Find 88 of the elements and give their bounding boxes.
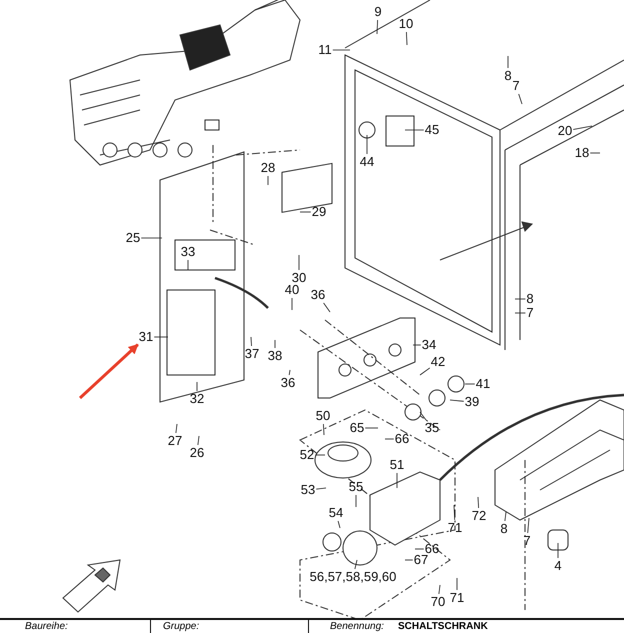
callout-number: 36 (310, 288, 326, 302)
callout-number: 42 (430, 355, 446, 369)
leader-line (438, 584, 440, 594)
leader-line (323, 302, 330, 312)
callout-number: 41 (476, 377, 490, 391)
callout-number: 11 (318, 43, 332, 57)
leader-line (527, 518, 530, 534)
callout-number: 55 (348, 480, 364, 494)
callout-number: 37 (244, 347, 260, 361)
field-label: Baureihe: (25, 620, 68, 633)
leader-line (316, 488, 326, 490)
leader-line (414, 548, 424, 550)
callout-number: 9 (374, 5, 382, 19)
field-label: Benennung: (330, 620, 384, 633)
leader-line (412, 344, 422, 346)
callout-number: 20 (558, 124, 572, 138)
callout-number: 53 (300, 483, 316, 497)
callout-number: 33 (180, 245, 196, 259)
callout-number: 70 (430, 595, 446, 609)
callout-number: 67 (414, 553, 428, 567)
callout-number: 27 (168, 434, 182, 448)
callout-number: 66 (424, 542, 440, 556)
leader-line (514, 298, 526, 300)
callout-number: 29 (312, 205, 326, 219)
callout-number: 34 (422, 338, 436, 352)
leader-line (288, 370, 290, 376)
leader-line (338, 520, 340, 528)
leader-line (518, 94, 522, 104)
leader-line (456, 578, 458, 590)
callout-number: 28 (260, 161, 276, 175)
callout-number: 10 (398, 17, 414, 31)
callout-number: 65 (350, 421, 364, 435)
leader-line (323, 424, 324, 436)
callout-number: 7 (523, 534, 531, 548)
field-label: Gruppe: (163, 620, 200, 633)
callout-number: 72 (472, 509, 486, 523)
callout-number: 25 (126, 231, 140, 245)
leader-line (450, 400, 464, 402)
callout-number: 35 (424, 421, 440, 435)
callout-number: 45 (424, 123, 440, 137)
callout-number: 18 (574, 146, 590, 160)
leader-line (196, 382, 198, 392)
callout-number: 26 (190, 446, 204, 460)
leader-line (514, 312, 526, 314)
leader-line (478, 496, 479, 508)
callout-number: 4 (554, 559, 562, 573)
leader-line (298, 254, 300, 270)
callout-number: 7 (512, 79, 520, 93)
leader-line (420, 412, 426, 420)
leader-line (376, 20, 378, 34)
leader-line (504, 512, 506, 522)
callout-number: 30 (292, 271, 306, 285)
leader-line (154, 336, 168, 338)
callout-number: 51 (390, 458, 404, 472)
leader-line (590, 152, 600, 154)
leader-line (314, 454, 326, 456)
leader-line (366, 134, 368, 154)
leader-line (396, 472, 398, 488)
leader-line (420, 368, 430, 376)
leader-line (354, 560, 358, 570)
callout-number: 71 (450, 591, 464, 605)
callout-number: 71 (448, 521, 462, 535)
callout-number: 38 (268, 349, 282, 363)
leader-line (384, 438, 394, 440)
callout-number: 50 (316, 409, 330, 423)
callout-number: 39 (464, 395, 480, 409)
callout-number: 32 (190, 392, 204, 406)
callout-number: 7 (526, 306, 534, 320)
leader-line (250, 336, 252, 346)
arrow (78, 344, 139, 400)
leader-line (454, 504, 456, 520)
callout-number: 31 (138, 330, 154, 344)
callout-number: 36 (280, 376, 296, 390)
callout-number: 66 (394, 432, 410, 446)
callout-number: 8 (500, 522, 508, 536)
leader-line (176, 424, 178, 434)
leader-line (274, 340, 276, 348)
callout-number: 8 (504, 69, 512, 83)
component-title: SCHALTSCHRANK (398, 620, 488, 633)
leader-line (198, 436, 200, 446)
callout-number: 56,57,58,59,60 (310, 570, 396, 584)
callout-number: 8 (526, 292, 534, 306)
callout-number: 40 (284, 283, 300, 297)
leader-line (406, 32, 408, 46)
leader-line (572, 126, 592, 130)
callout-number: 44 (360, 155, 374, 169)
callout-number: 52 (300, 448, 314, 462)
callout-number: 54 (328, 506, 344, 520)
